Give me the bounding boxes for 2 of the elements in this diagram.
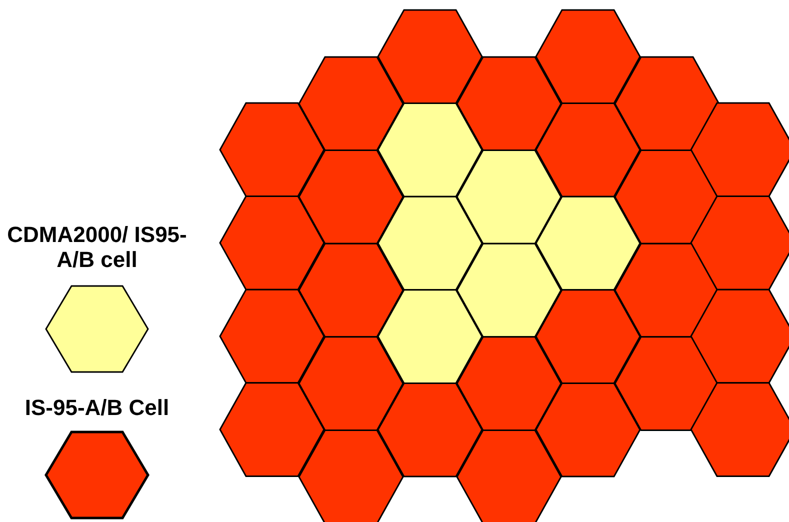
- legend-label: IS-95-A/B Cell: [24, 395, 170, 420]
- legend-label: CDMA2000/ IS95-A/B cell: [6, 222, 188, 272]
